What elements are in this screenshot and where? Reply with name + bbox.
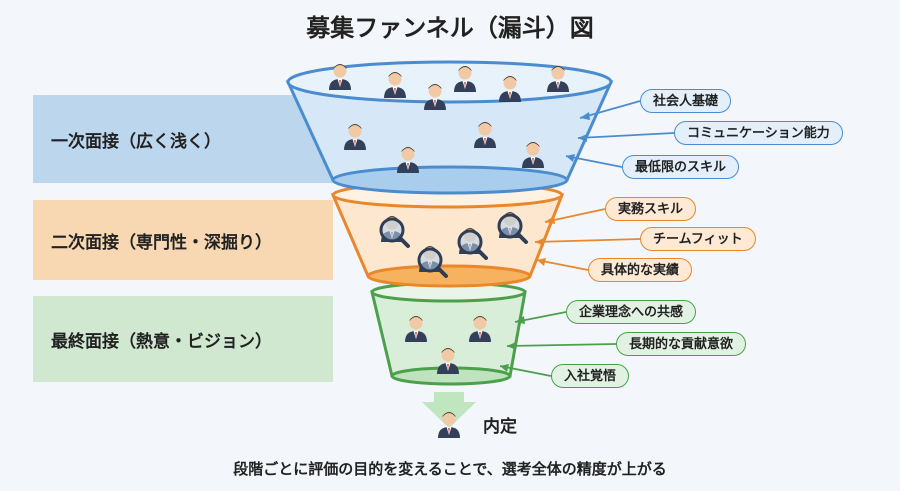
criteria-connectors (499, 100, 675, 377)
funnel-stage-final (370, 281, 527, 386)
result-arrow (422, 392, 476, 438)
criteria-achievements: 具体的な実績 (588, 258, 693, 282)
criteria-minimum-skills: 最低限のスキル (622, 155, 740, 179)
criteria-philosophy-empathy: 企業理念への共感 (566, 300, 697, 324)
criteria-basic-skills: 社会人基礎 (640, 89, 732, 113)
down-arrow-icon (422, 392, 476, 428)
funnel-stage-first (285, 60, 614, 195)
stage-band-first-interview: 一次面接（広く浅く） (33, 95, 333, 183)
criteria-practical-skills: 実務スキル (605, 197, 697, 221)
criteria-long-term-contribution: 長期的な貢献意欲 (616, 332, 747, 356)
stage-label-first-interview: 一次面接（広く浅く） (51, 131, 221, 152)
stage-label-final-interview: 最終面接（熱意・ビジョン） (51, 331, 272, 352)
criteria-communication: コミュニケーション能力 (674, 121, 843, 145)
diagram-title: 募集ファンネル（漏斗）図 (306, 14, 594, 42)
caption: 段階ごとに評価の目的を変えることで、選考全体の精度が上がる (233, 460, 667, 478)
stage-band-final-interview: 最終面接（熱意・ビジョン） (33, 296, 333, 382)
stage-band-second-interview: 二次面接（専門性・深掘り） (33, 200, 333, 280)
criteria-team-fit: チームフィット (640, 227, 756, 251)
criteria-commitment: 入社覚悟 (551, 364, 630, 388)
result-label: 内定 (483, 417, 517, 437)
funnel-stage-second (330, 181, 565, 288)
stage-label-second-interview: 二次面接（専門性・深掘り） (51, 232, 272, 253)
